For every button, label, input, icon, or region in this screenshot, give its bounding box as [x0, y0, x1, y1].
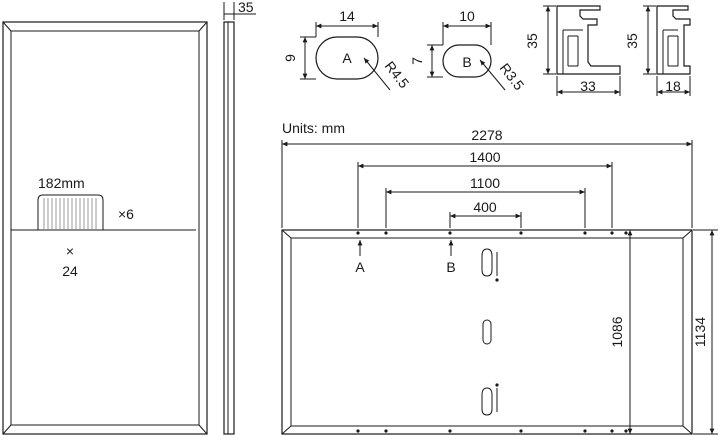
hole-b-slot — [442, 44, 492, 78]
front-view: 182mm ×6 × 24 — [2, 21, 208, 435]
mounting-holes-bottom — [356, 429, 628, 433]
front-frame-outer — [2, 21, 208, 435]
hole-a-detail: 14 9 A R4.5 — [282, 8, 413, 91]
hole-a-slot — [315, 36, 379, 80]
cells-across-label: ×6 — [118, 206, 134, 222]
hole-a-height-label: 9 — [282, 54, 298, 62]
length-dimension-label: 2278 — [471, 127, 502, 143]
front-frame-inner — [10, 30, 200, 426]
hole-a-width-label: 14 — [339, 8, 355, 24]
cells-down-symbol: × — [66, 243, 74, 259]
frame-short-height-label: 35 — [624, 33, 640, 49]
frame-profile-long: 35 33 — [524, 5, 621, 96]
hole-b-width-label: 10 — [459, 8, 475, 24]
frame-long-height-label: 35 — [524, 33, 540, 49]
cable-connector-bottom-icon — [481, 383, 499, 416]
width-dimension-label: 1134 — [692, 317, 708, 347]
hole-a-letter: A — [342, 50, 352, 66]
hole-b-radius-label: R3.5 — [497, 60, 528, 93]
frame-profile-short-outline — [656, 5, 691, 75]
hole-b-height-label: 7 — [409, 57, 425, 65]
back-frame-inner — [290, 237, 684, 427]
back-view: 2278 1400 1100 400 — [281, 127, 718, 435]
side-thickness-label: 35 — [238, 0, 254, 15]
solar-cell-icon — [37, 194, 104, 230]
side-view: 35 — [223, 0, 256, 435]
marker-b-label: B — [446, 259, 455, 275]
frame-profile-long-outline — [556, 5, 621, 75]
hole-b-detail: 10 7 B R3.5 — [409, 8, 528, 93]
inner-width-label: 1086 — [609, 316, 625, 347]
hole-b-letter: B — [462, 54, 471, 70]
units-label: Units: mm — [282, 120, 345, 136]
cell-size-label: 182mm — [38, 175, 85, 191]
frame-profile-short: 35 18 — [624, 5, 691, 96]
junction-box-icon — [482, 319, 492, 345]
hole-span-1100-label: 1100 — [470, 175, 500, 191]
hole-span-400-label: 400 — [473, 199, 497, 215]
marker-a-label: A — [355, 259, 365, 275]
mounting-holes-top — [356, 231, 628, 235]
hole-a-radius-label: R4.5 — [382, 58, 413, 91]
cells-down-label: 24 — [62, 263, 78, 279]
frame-long-width-label: 33 — [580, 78, 596, 94]
frame-short-width-label: 18 — [665, 78, 681, 94]
side-frame — [223, 21, 235, 435]
back-frame-outer — [281, 229, 693, 435]
hole-span-1400-label: 1400 — [469, 149, 500, 165]
cable-connector-top-icon — [481, 248, 499, 282]
